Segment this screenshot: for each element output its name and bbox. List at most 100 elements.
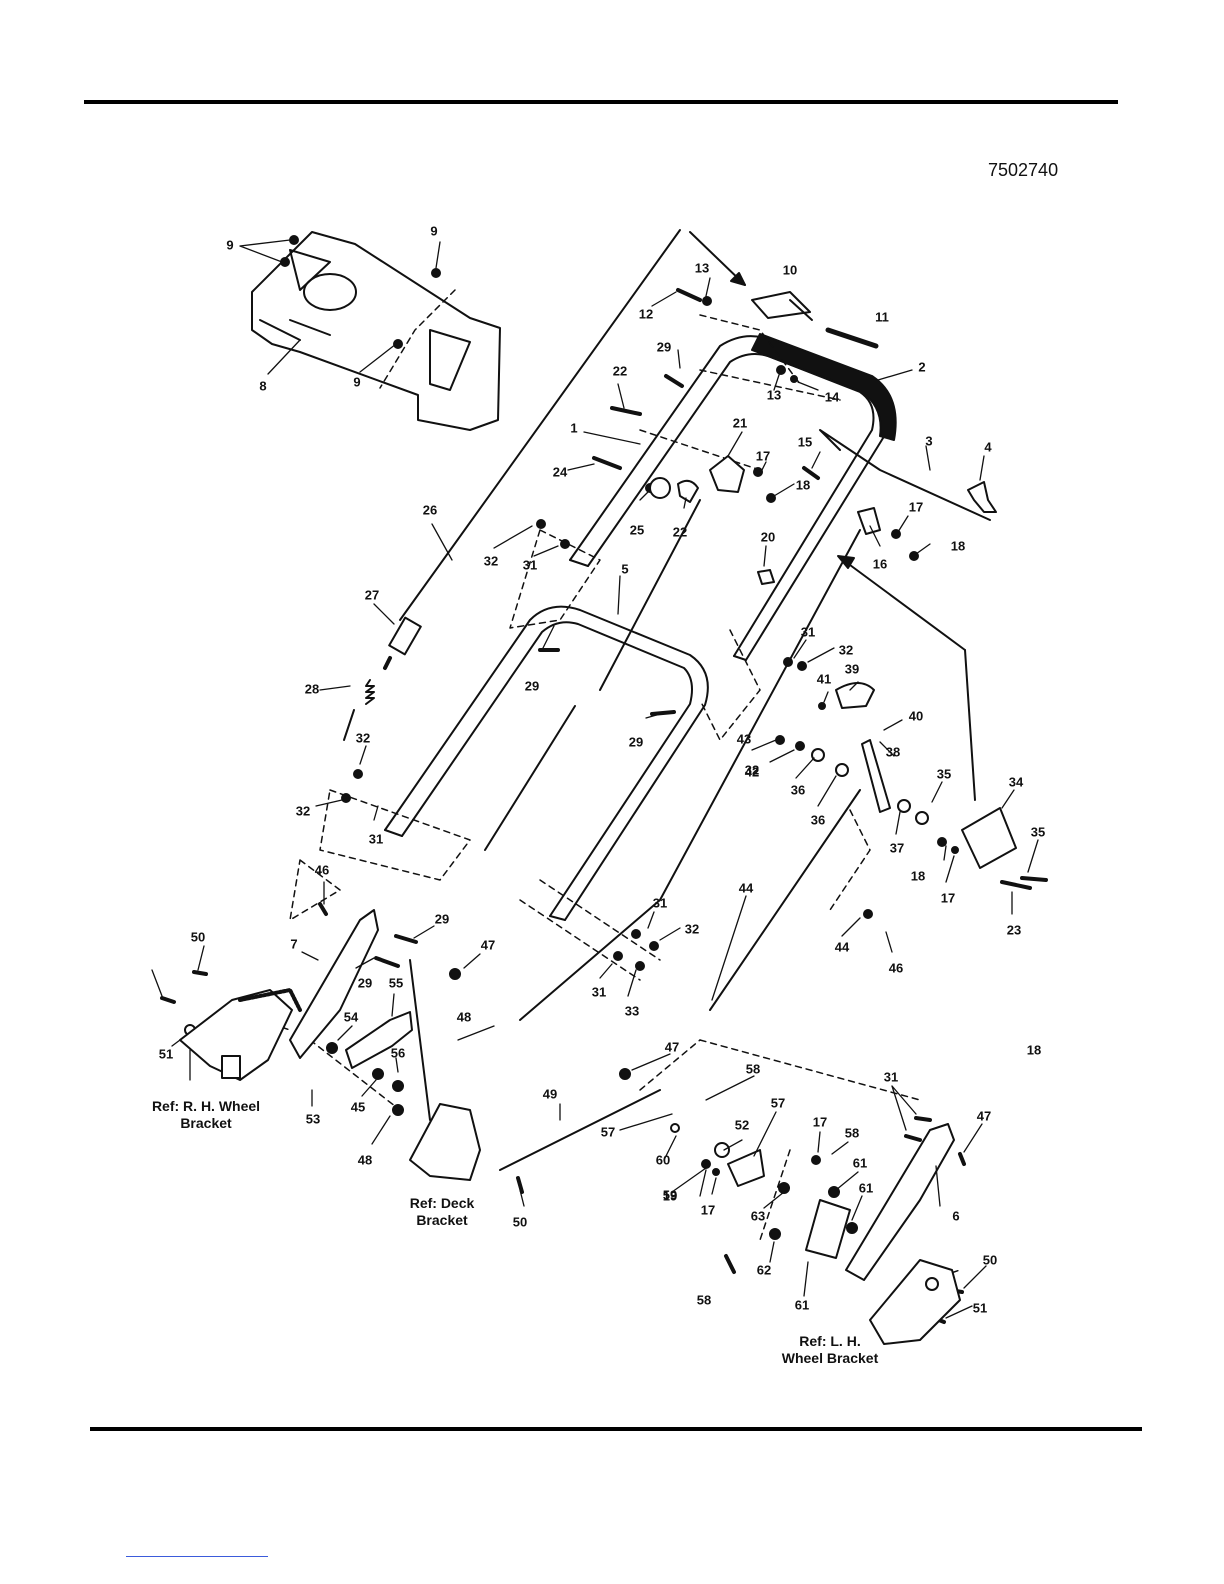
callout-label: 42 bbox=[744, 764, 760, 780]
callout-label: 46 bbox=[314, 862, 330, 878]
callout-label: 25 bbox=[629, 522, 645, 538]
callout-label: 18 bbox=[795, 477, 811, 493]
top-rule bbox=[84, 100, 1118, 104]
callout-label: 41 bbox=[816, 671, 832, 687]
callout-label: 10 bbox=[782, 262, 798, 278]
callout-label: 61 bbox=[794, 1297, 810, 1313]
callout-label: 4 bbox=[984, 439, 992, 455]
callout-label: 18 bbox=[1026, 1042, 1042, 1058]
callout-label: 50 bbox=[190, 929, 206, 945]
callout-label: 59 bbox=[662, 1187, 678, 1203]
callout-label: 32 bbox=[684, 921, 700, 937]
callout-label: 22 bbox=[672, 524, 688, 540]
callout-label: 27 bbox=[364, 587, 380, 603]
callout-label: 61 bbox=[858, 1180, 874, 1196]
callout-label: 16 bbox=[872, 556, 888, 572]
callout-label: 13 bbox=[766, 387, 782, 403]
callout-label: 31 bbox=[800, 624, 816, 640]
callout-label: 6 bbox=[952, 1208, 960, 1224]
callout-label: 34 bbox=[1008, 774, 1024, 790]
callout-label: 29 bbox=[524, 678, 540, 694]
callout-label: 36 bbox=[790, 782, 806, 798]
lower-rod-part bbox=[484, 705, 576, 851]
callout-label: 58 bbox=[844, 1125, 860, 1141]
callout-label: 47 bbox=[664, 1039, 680, 1055]
callout-label: 17 bbox=[755, 448, 771, 464]
control-cable-part bbox=[399, 229, 681, 621]
callout-label: 36 bbox=[810, 812, 826, 828]
bottom-rule bbox=[90, 1427, 1142, 1431]
callout-label: 5 bbox=[621, 561, 629, 577]
callout-label: 45 bbox=[350, 1099, 366, 1115]
callout-label: 31 bbox=[883, 1069, 899, 1085]
callout-label: 9 bbox=[353, 374, 361, 390]
callout-label: 17 bbox=[908, 499, 924, 515]
callout-label: 29 bbox=[628, 734, 644, 750]
callout-label: 53 bbox=[305, 1111, 321, 1127]
callout-label: 29 bbox=[656, 339, 672, 355]
callout-label: 19 bbox=[662, 1188, 678, 1204]
callout-label: 32 bbox=[483, 553, 499, 569]
callout-label: 31 bbox=[368, 831, 384, 847]
callout-label: 57 bbox=[770, 1095, 786, 1111]
callout-label: 43 bbox=[736, 731, 752, 747]
callout-label: 29 bbox=[434, 911, 450, 927]
callout-label: 46 bbox=[888, 960, 904, 976]
callout-label: 56 bbox=[390, 1045, 406, 1061]
callout-label: 47 bbox=[976, 1108, 992, 1124]
callout-label: 14 bbox=[824, 389, 840, 405]
callout-label: 17 bbox=[700, 1202, 716, 1218]
callout-label: 48 bbox=[357, 1152, 373, 1168]
callout-label: 13 bbox=[694, 260, 710, 276]
callout-label: 32 bbox=[744, 762, 760, 778]
callout-label: 32 bbox=[838, 642, 854, 658]
callout-label: 44 bbox=[834, 939, 850, 955]
callout-label: 50 bbox=[512, 1214, 528, 1230]
callout-label: 58 bbox=[745, 1061, 761, 1077]
callout-label: 31 bbox=[522, 557, 538, 573]
callout-label: 54 bbox=[343, 1009, 359, 1025]
handle-cover-part bbox=[251, 231, 501, 431]
diagram-number: 7502740 bbox=[988, 160, 1059, 180]
callout-label: 8 bbox=[259, 378, 267, 394]
callout-label: 60 bbox=[655, 1152, 671, 1168]
callout-label: 22 bbox=[612, 363, 628, 379]
callout-label: 17 bbox=[940, 890, 956, 906]
cable-sleeve-part bbox=[388, 616, 422, 656]
callout-label: 29 bbox=[357, 975, 373, 991]
callout-label: 3 bbox=[925, 433, 933, 449]
callout-label: 15 bbox=[797, 434, 813, 450]
callout-label: 31 bbox=[591, 984, 607, 1000]
callout-label: 50 bbox=[982, 1252, 998, 1268]
callout-label: 7 bbox=[290, 936, 298, 952]
callout-label: 55 bbox=[388, 975, 404, 991]
callout-label: 9 bbox=[430, 223, 438, 239]
callout-label: 33 bbox=[624, 1003, 640, 1019]
ref-deck-bracket: Ref: Deck Bracket bbox=[409, 1195, 475, 1228]
ref-rh-wheel-bracket: Ref: R. H. Wheel Bracket bbox=[151, 1098, 261, 1131]
callout-label: 28 bbox=[304, 681, 320, 697]
callout-label: 44 bbox=[738, 880, 754, 896]
callout-label: 24 bbox=[552, 464, 568, 480]
height-rod-part bbox=[709, 789, 861, 1011]
callout-label: 1 bbox=[570, 420, 578, 436]
callout-label: 32 bbox=[355, 730, 371, 746]
callout-label: 40 bbox=[908, 708, 924, 724]
callout-label: 26 bbox=[422, 502, 438, 518]
callout-label: 17 bbox=[812, 1114, 828, 1130]
handle-grip-part bbox=[751, 333, 897, 441]
callout-label: 18 bbox=[950, 538, 966, 554]
callout-label: 32 bbox=[295, 803, 311, 819]
callout-label: 57 bbox=[600, 1124, 616, 1140]
callout-label: 37 bbox=[889, 840, 905, 856]
callout-label: 12 bbox=[638, 306, 654, 322]
footer-link-underline[interactable] bbox=[126, 1556, 268, 1557]
drive-cable-part bbox=[519, 529, 861, 1021]
callout-label: 9 bbox=[226, 237, 234, 253]
callout-label: 61 bbox=[852, 1155, 868, 1171]
callout-label: 52 bbox=[734, 1117, 750, 1133]
ref-lh-wheel-bracket: Ref: L. H. Wheel Bracket bbox=[781, 1333, 879, 1366]
callout-label: 20 bbox=[760, 529, 776, 545]
